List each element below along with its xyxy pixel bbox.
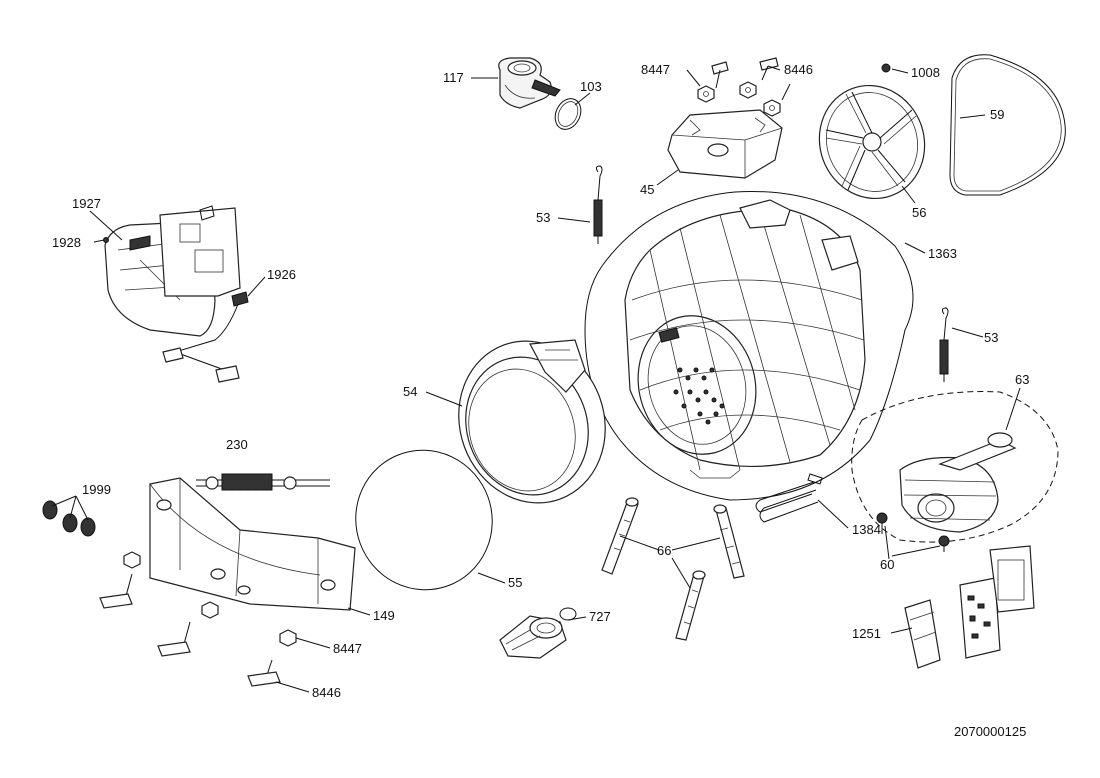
- part-149-lower-counterweight: [149, 477, 356, 611]
- part-1927-control-housing: [104, 205, 241, 337]
- part-1384-heater: [755, 473, 823, 523]
- part-1008-screw: [881, 63, 891, 73]
- part-8447-nuts-top: [697, 81, 781, 117]
- part-1928-clip: [93, 237, 109, 243]
- label-1926: 1926: [267, 267, 296, 282]
- label-1928: 1928: [52, 235, 81, 250]
- label-230: 230: [226, 437, 248, 452]
- label-54: 54: [403, 384, 417, 399]
- label-53-right: 53: [984, 330, 998, 345]
- label-103: 103: [580, 79, 602, 94]
- label-1008: 1008: [911, 65, 940, 80]
- catalog-number: 2070000125: [954, 724, 1026, 739]
- part-1251-electronics: [904, 545, 1035, 669]
- part-54-door-seal: [458, 339, 606, 504]
- label-63: 63: [1015, 372, 1029, 387]
- part-8447-nuts-bottom: [123, 551, 297, 647]
- part-8446-bolts-bottom: [99, 573, 281, 687]
- label-60: 60: [880, 557, 894, 572]
- part-117-fitting: [498, 57, 561, 109]
- part-53-spring-top: [593, 165, 603, 244]
- label-1927: 1927: [72, 196, 101, 211]
- callout-labels: 117 103 8447 8446 1008 59 45 56 53 1363 …: [52, 62, 1029, 739]
- label-149: 149: [373, 608, 395, 623]
- part-1926-harness: [162, 291, 249, 383]
- leader-lines: [51, 65, 1021, 693]
- label-66: 66: [657, 543, 671, 558]
- label-56: 56: [912, 205, 926, 220]
- part-45-counterweight: [667, 109, 783, 179]
- part-103-ring: [554, 98, 582, 130]
- part-55-clamp-ring: [355, 449, 493, 591]
- label-53-top: 53: [536, 210, 550, 225]
- part-8446-bolts-top: [711, 57, 791, 101]
- part-1363-tub-assembly: [584, 190, 914, 501]
- label-1384: 1384: [852, 522, 881, 537]
- label-55: 55: [508, 575, 522, 590]
- part-727-pump: [499, 607, 577, 659]
- label-1363: 1363: [928, 246, 957, 261]
- label-8446-top: 8446: [784, 62, 813, 77]
- label-1999: 1999: [82, 482, 111, 497]
- label-727: 727: [589, 609, 611, 624]
- part-66-shock-absorbers: [601, 497, 745, 641]
- part-60-motor-screws: [876, 512, 950, 552]
- label-59: 59: [990, 107, 1004, 122]
- part-53-spring-right: [939, 307, 949, 382]
- label-8447-top: 8447: [641, 62, 670, 77]
- label-8447-bottom: 8447: [333, 641, 362, 656]
- part-59-belt: [949, 54, 1066, 196]
- label-45: 45: [640, 182, 654, 197]
- label-1251: 1251: [852, 626, 881, 641]
- part-63-motor: [851, 391, 1059, 543]
- label-8446-bottom: 8446: [312, 685, 341, 700]
- label-117: 117: [443, 70, 464, 85]
- part-230-element: [196, 473, 330, 491]
- part-56-pulley: [818, 84, 926, 200]
